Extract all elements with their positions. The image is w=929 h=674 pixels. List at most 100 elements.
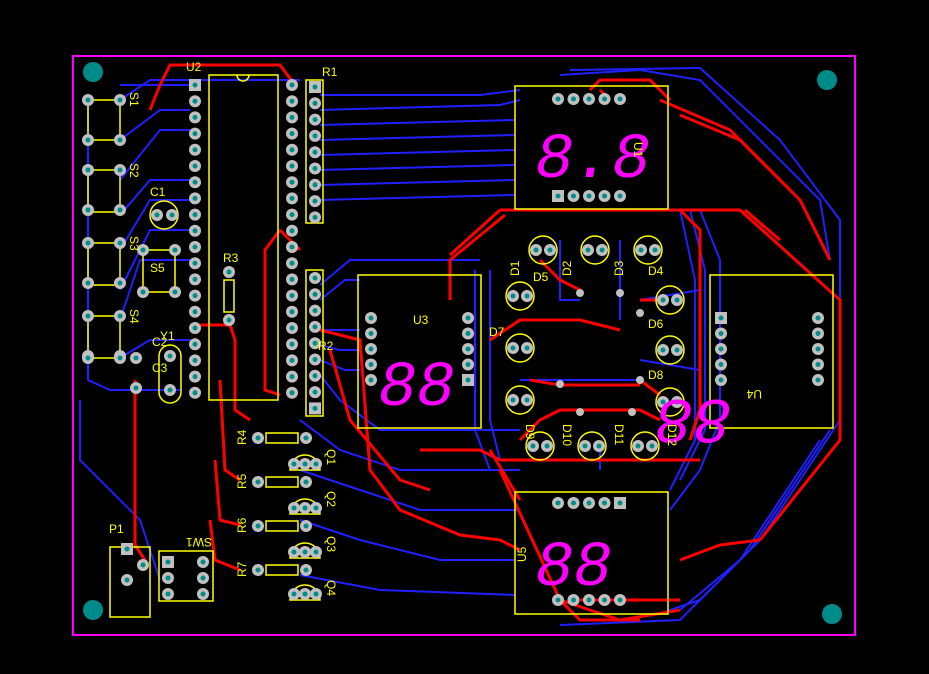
pad-hole xyxy=(368,331,374,336)
pad-hole xyxy=(289,244,295,250)
r5-outline xyxy=(265,476,299,488)
pad-hole xyxy=(291,549,297,555)
pad-hole xyxy=(117,313,123,319)
pad-hole xyxy=(192,228,198,234)
mount-hole xyxy=(817,70,837,90)
silkscreen-outlines xyxy=(87,74,834,618)
pad-hole xyxy=(368,377,374,383)
pad-hole xyxy=(368,315,374,321)
pad-hole xyxy=(117,240,123,246)
label-r1: R1 xyxy=(322,65,338,79)
pad-hole xyxy=(586,500,592,506)
pad-hole xyxy=(291,591,297,597)
pad-hole xyxy=(312,324,318,330)
pad-hole xyxy=(510,397,516,403)
led-outlines xyxy=(505,235,685,461)
pad-hole xyxy=(289,147,295,153)
pad-hole xyxy=(192,98,198,104)
pad-hole xyxy=(312,275,318,281)
pad-hole xyxy=(165,591,171,597)
pad-hole xyxy=(555,96,561,102)
s1-outline xyxy=(87,99,121,141)
label-c3: C3 xyxy=(152,361,168,375)
board-outline xyxy=(72,55,856,636)
pad-hole xyxy=(530,443,536,449)
pad-hole xyxy=(718,346,724,352)
s5-outline xyxy=(142,249,176,293)
label-c1: C1 xyxy=(150,185,166,199)
pad-hole xyxy=(617,500,623,506)
label-d7: D7 xyxy=(489,325,505,339)
r6-outline xyxy=(265,520,299,532)
label-u5: U5 xyxy=(515,546,529,562)
pad-hole xyxy=(602,597,607,603)
pad-hole xyxy=(85,355,91,361)
label-q2: Q2 xyxy=(324,491,338,507)
label-d10: D10 xyxy=(560,424,574,446)
pad-hole xyxy=(302,549,308,555)
pad-hole xyxy=(289,260,295,266)
pad-hole xyxy=(312,214,318,220)
pad-hole xyxy=(192,131,198,137)
pad-hole xyxy=(124,546,130,552)
pad-hole xyxy=(544,443,550,449)
pad-hole xyxy=(524,345,530,351)
pad-hole xyxy=(85,240,91,246)
pad-hole xyxy=(140,247,146,253)
pad-hole xyxy=(165,559,171,565)
pad-hole xyxy=(585,247,591,253)
pad-hole xyxy=(192,309,198,315)
pad-hole xyxy=(465,346,471,352)
label-d3: D3 xyxy=(612,260,626,276)
pad-hole xyxy=(85,280,91,286)
pad-hole xyxy=(289,341,295,347)
pad-hole xyxy=(289,357,295,363)
pad-hole xyxy=(192,212,198,218)
pad-hole xyxy=(291,461,297,467)
pad-hole xyxy=(510,345,516,351)
pad-hole xyxy=(140,289,146,295)
label-d6: D6 xyxy=(648,317,664,331)
label-d12: D12 xyxy=(665,424,679,446)
y1-outline xyxy=(158,344,182,404)
pad-hole xyxy=(192,390,198,396)
pad-hole xyxy=(85,97,91,103)
pad-hole xyxy=(571,96,576,102)
pad-hole xyxy=(571,500,576,506)
r3-outline xyxy=(223,279,235,313)
label-q3: Q3 xyxy=(324,536,338,552)
label-r5: R5 xyxy=(235,473,249,489)
pad-hole xyxy=(312,117,318,123)
via xyxy=(556,380,564,388)
pad-hole xyxy=(172,289,178,295)
pad-hole xyxy=(465,331,471,336)
pads xyxy=(82,79,824,606)
pad-hole xyxy=(85,167,91,173)
label-q4: Q4 xyxy=(324,580,338,596)
pad-hole xyxy=(312,182,318,188)
pad-hole xyxy=(312,100,318,106)
s3-outline xyxy=(87,242,121,286)
u3-outline xyxy=(357,274,482,429)
pad-hole xyxy=(599,247,605,253)
pad-hole xyxy=(192,244,198,250)
pad-hole xyxy=(368,346,374,352)
pad-hole xyxy=(510,293,516,299)
pad-hole xyxy=(602,96,607,102)
pad-hole xyxy=(312,373,318,379)
label-s1: S1 xyxy=(127,92,141,107)
pad-hole xyxy=(154,212,160,218)
r2-outline xyxy=(305,269,324,417)
pad-hole xyxy=(617,96,623,102)
s2-outline xyxy=(87,169,121,213)
pad-hole xyxy=(586,597,592,603)
pad-hole xyxy=(289,212,295,218)
label-d8: D8 xyxy=(648,368,664,382)
u5-outline xyxy=(514,491,669,615)
label-u2: U2 xyxy=(186,60,202,74)
pad-hole xyxy=(192,179,198,185)
label-d2: D2 xyxy=(560,260,574,276)
pad-hole xyxy=(192,114,198,120)
pad-hole xyxy=(289,163,295,169)
